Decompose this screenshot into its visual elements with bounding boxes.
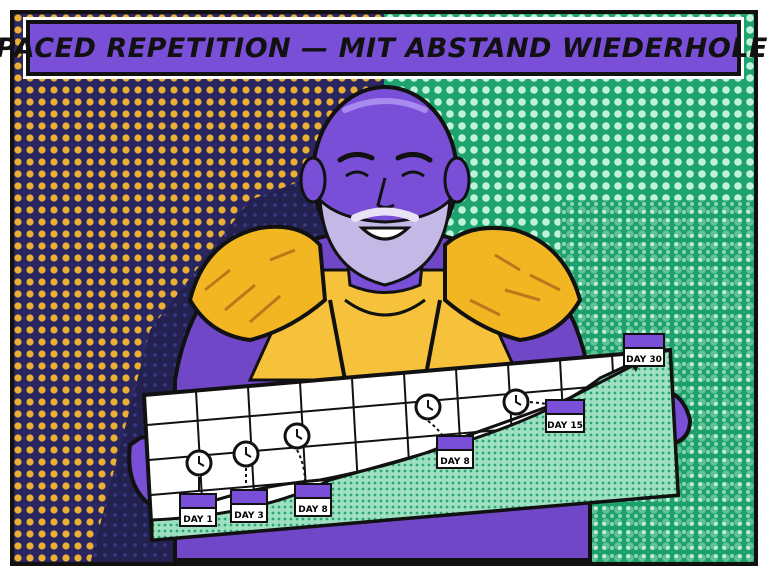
calendar-icon: DAY 15: [545, 399, 585, 433]
beard: [318, 196, 452, 287]
calendar-icon: DAY 8: [294, 483, 332, 517]
day-label: DAY 30: [626, 355, 662, 365]
progress-arrow: [199, 360, 641, 507]
calendar-icon: DAY 1: [179, 493, 217, 527]
background-halftone-yellow: [12, 12, 384, 564]
clock-icon: [502, 388, 530, 416]
day-label: DAY 8: [298, 505, 328, 515]
clock-icon: [185, 449, 213, 477]
clock-icon: [283, 422, 311, 450]
clock-icon: [232, 440, 260, 468]
clock-icon: [414, 393, 442, 421]
clock-icons: [185, 388, 549, 490]
day-badges: DAY 1 DAY 3 DAY 8 DAY 8 DAY 15 DAY 30: [179, 333, 665, 527]
timeline-chart: [141, 347, 681, 543]
day-label: DAY 1: [183, 515, 213, 525]
title-banner: SPACED REPETITION — MIT ABSTAND WIEDERHO…: [0, 20, 768, 76]
calendar-icon: DAY 3: [230, 489, 268, 523]
day-label: DAY 15: [547, 421, 583, 431]
day-label: DAY 3: [234, 511, 264, 521]
day-label: DAY 8: [440, 457, 470, 467]
calendar-icon: DAY 30: [623, 333, 665, 367]
page-title: SPACED REPETITION — MIT ABSTAND WIEDERHO…: [0, 32, 768, 64]
calendar-icon: DAY 8: [436, 435, 474, 469]
